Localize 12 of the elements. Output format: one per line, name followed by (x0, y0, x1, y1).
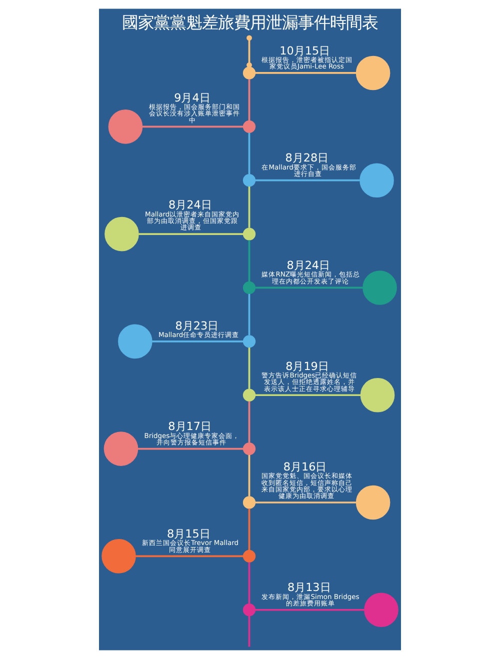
node-label: 8月15日 (167, 528, 210, 541)
node-label: 8月13日 (287, 581, 331, 594)
node-label: 8月23日 (175, 320, 219, 332)
node-label: 9月4日 (174, 91, 210, 104)
node-label: 8月19日 (286, 360, 329, 373)
node-label: 8月24日 (168, 198, 212, 212)
node-label: 10月15日 (280, 44, 330, 58)
diagram-title: 國家黨黨魁差旅費用泄漏事件時間表 (122, 12, 378, 32)
node-label: 8月17日 (168, 420, 212, 434)
node-label: 8月16日 (283, 460, 327, 474)
node-label: 8月24日 (286, 259, 330, 272)
node-label: 8月28日 (285, 152, 329, 165)
